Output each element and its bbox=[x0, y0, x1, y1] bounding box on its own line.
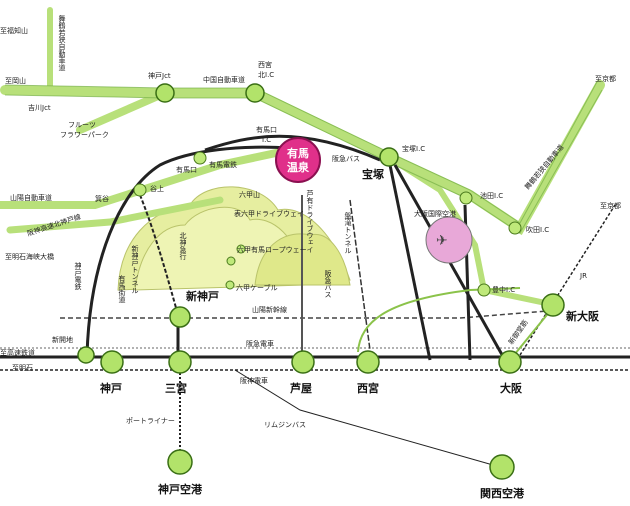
station-kobe: 神戸 bbox=[100, 381, 122, 395]
station-kobe-airport: 神戸空港 bbox=[158, 482, 203, 496]
label-arimaguchi: 有馬口 bbox=[176, 165, 197, 174]
label-hankyu-densha: 阪急電車 bbox=[246, 339, 274, 348]
hub-label-2: 温泉 bbox=[287, 160, 310, 174]
label-shin-midosuji: 新御堂筋 bbox=[506, 318, 529, 346]
label-hokushin-kyuko: 北神急行 bbox=[179, 232, 187, 261]
airplane-icon: ✈ bbox=[436, 233, 448, 249]
rokko-mountains bbox=[117, 186, 351, 291]
station-osaka: 大阪 bbox=[500, 381, 523, 395]
label-sanyo-expressway: 山陽自動車道 bbox=[10, 193, 52, 202]
label-hankyu-bus-top: 阪急バス bbox=[332, 154, 360, 163]
label-to-fukuchiyama: 至福知山 bbox=[0, 26, 28, 35]
label-chugoku-ic: 中国自動車道 bbox=[203, 75, 245, 84]
label-to-akashi-kaikyo: 至明石海峡大橋 bbox=[5, 252, 54, 261]
label-ikeda-ic: 池田I.C bbox=[480, 191, 503, 200]
label-nishinomiya-kita-2: 北I.C bbox=[258, 71, 274, 79]
arima-onsen-hub bbox=[275, 137, 321, 183]
label-to-kosoku: 至高速鉄道 bbox=[0, 348, 35, 357]
minor-stations bbox=[133, 151, 522, 297]
label-hanshin-densha: 阪神電車 bbox=[240, 376, 268, 385]
label-fruit-2: フラワーパーク bbox=[60, 131, 109, 139]
label-to-okayama: 至岡山 bbox=[5, 76, 26, 85]
label-fruit-1: フルーツ bbox=[68, 121, 96, 129]
label-toyonaka-ic: 豊中I.C bbox=[492, 285, 515, 294]
label-suita-ic: 吹田I.C bbox=[526, 225, 549, 234]
station-nishinomiya: 西宮 bbox=[357, 381, 379, 395]
label-nishinomiya-kita-1: 西宮 bbox=[258, 60, 272, 69]
label-kobe-dentetsu: 神戸電鉄 bbox=[74, 261, 82, 291]
label-bantaki-tunnel: 盤滝トンネル bbox=[344, 211, 352, 254]
label-rokkosan: 六甲山 bbox=[239, 190, 260, 199]
label-takarazuka-ic: 宝塚I.C bbox=[402, 144, 425, 153]
label-arimaguchi-ic-2: I.C bbox=[262, 136, 271, 144]
label-kobe-jct: 神戸Jct bbox=[148, 71, 171, 80]
label-yokawa-jct: 吉川Jct bbox=[28, 104, 51, 112]
label-shinkaichi: 新開地 bbox=[52, 335, 73, 344]
station-kansai-airport: 関西空港 bbox=[480, 486, 525, 500]
station-sannomiya: 三宮 bbox=[165, 381, 187, 395]
label-ura-rokko: 表六甲ドライブウェイ bbox=[234, 209, 304, 218]
label-ashiya-arima-drive: 芦有ドライブウェイ bbox=[306, 189, 314, 253]
label-arima-kaido: 有馬街道 bbox=[118, 274, 126, 304]
label-rokko-cable: 六甲ケーブル bbox=[236, 283, 278, 292]
label-jr: JR bbox=[579, 272, 587, 280]
label-maizuru-expressway: 舞鶴若狭自動車道 bbox=[58, 14, 66, 72]
label-ropeway: 六甲有馬ロープウェー bbox=[237, 245, 307, 254]
label-to-kyoto-right: 至京都 bbox=[600, 201, 621, 210]
station-shinosaka: 新大阪 bbox=[566, 309, 600, 323]
label-osaka-airport: 大阪国際空港 bbox=[414, 209, 456, 218]
station-takarazuka: 宝塚 bbox=[362, 167, 384, 181]
label-to-kyoto-top: 至京都 bbox=[595, 74, 616, 83]
label-arimaguchi-ic-1: 有馬口 bbox=[256, 125, 277, 134]
label-port-liner: ポートライナー bbox=[126, 417, 175, 425]
osaka-airport-marker bbox=[425, 216, 473, 264]
hub-label-1: 有馬 bbox=[287, 146, 309, 160]
label-minotani: 箕谷 bbox=[95, 194, 109, 203]
label-shinkobe-tunnel: 新神戸トンネル bbox=[131, 244, 139, 294]
major-nodes bbox=[77, 83, 565, 480]
station-shinkobe: 新神戸 bbox=[186, 289, 219, 303]
label-limousine-bus: リムジンバス bbox=[264, 421, 306, 429]
label-sanyo-shinkansen: 山陽新幹線 bbox=[252, 305, 287, 314]
label-hankyu-bus-mid: 阪急バス bbox=[324, 269, 332, 298]
label-arima-dentetsu: 有馬電鉄 bbox=[209, 160, 237, 169]
label-taniagami: 谷上 bbox=[150, 184, 164, 193]
station-ashiya: 芦屋 bbox=[290, 381, 312, 395]
label-to-akashi: 至明石 bbox=[12, 364, 33, 372]
